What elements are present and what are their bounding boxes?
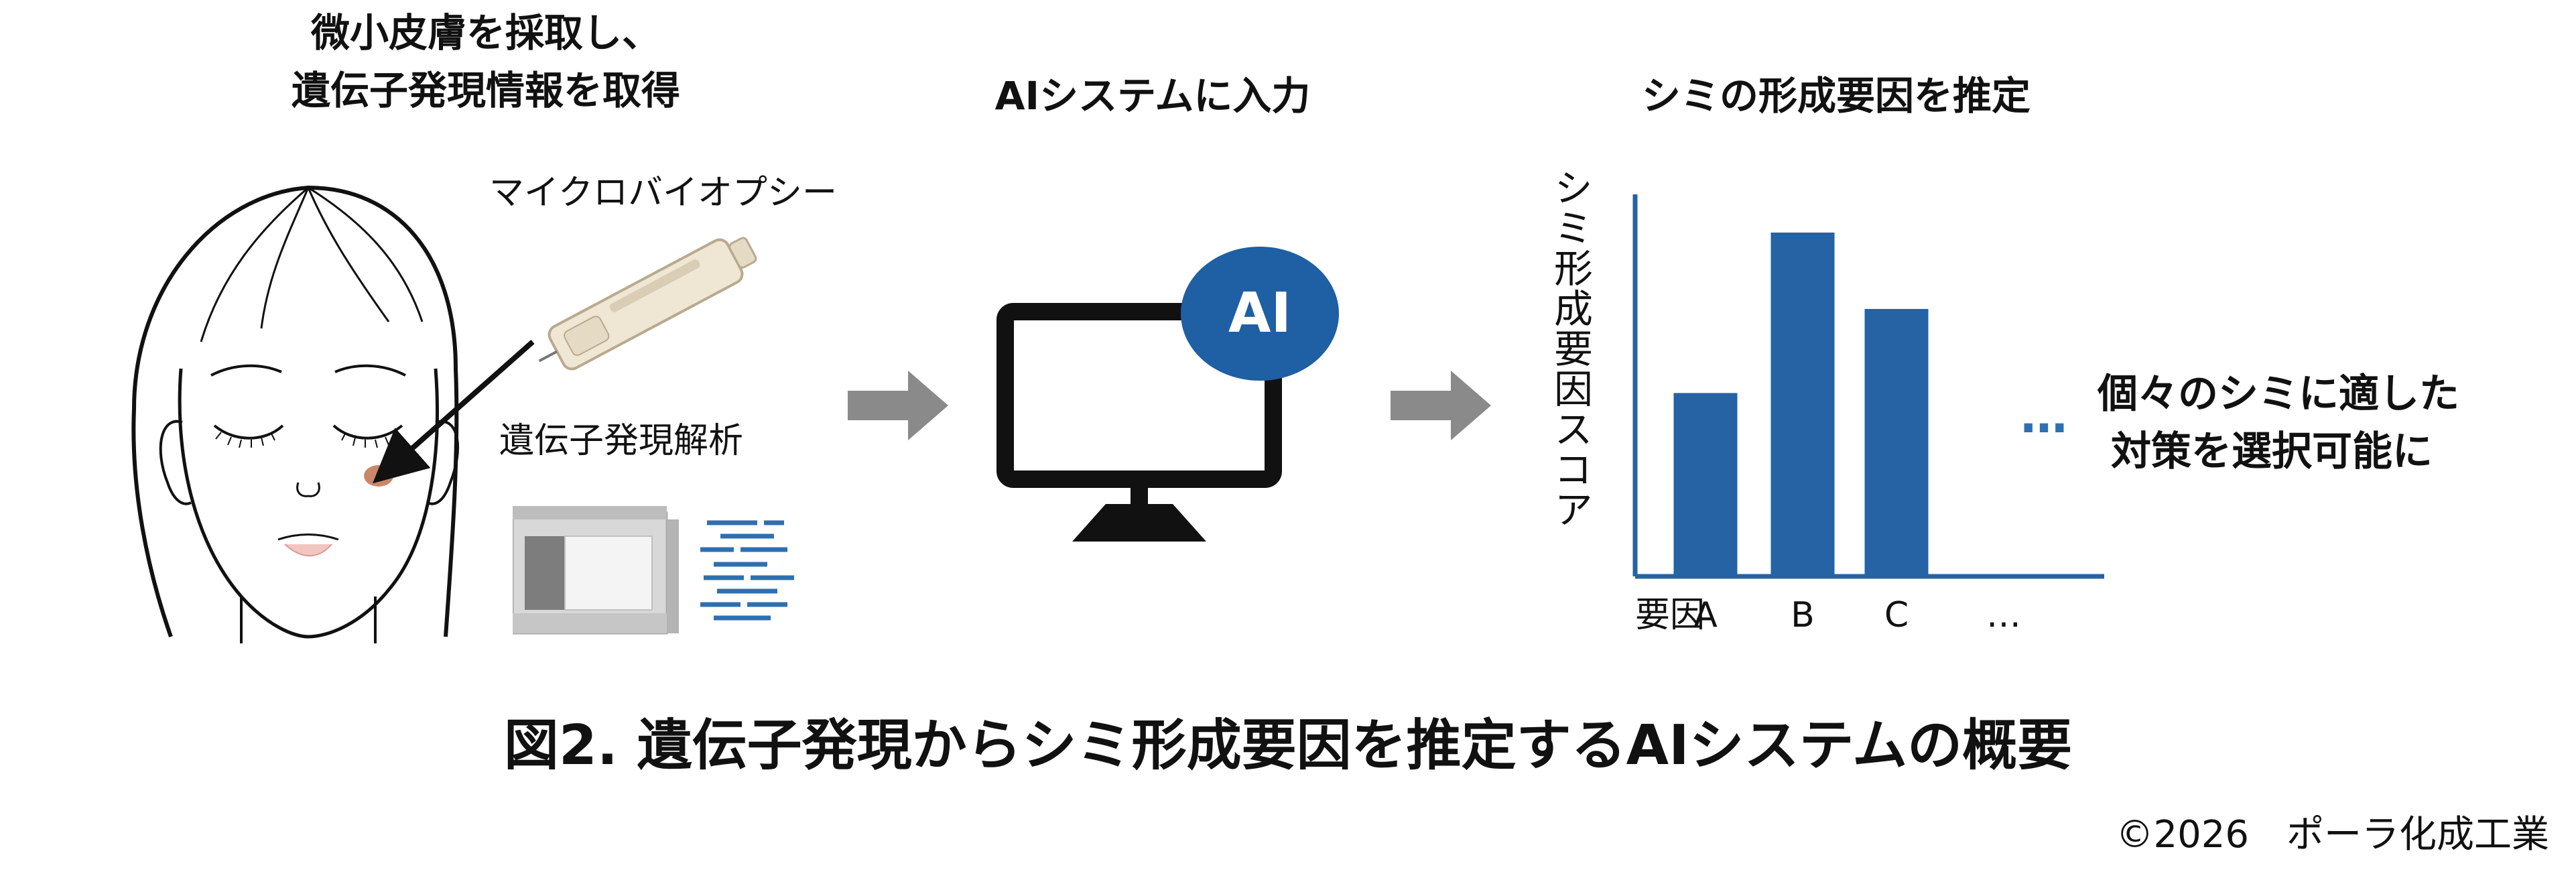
more-factors-dots: …	[2020, 389, 2067, 444]
step2-heading: AIシステムに入力	[994, 73, 1311, 119]
gene-analysis-label: 遺伝子発現解析	[499, 421, 744, 461]
tick-label-c: C	[1884, 595, 1909, 635]
ai-badge-text: AI	[1228, 281, 1291, 345]
flow-arrow-2	[1391, 371, 1491, 440]
flow-arrow-1	[848, 371, 948, 440]
ai-monitor-icon: AI	[996, 247, 1339, 542]
score-bar-chart: 要因 A B C … …	[1632, 194, 2104, 635]
step1-heading: 微小皮膚を採取し、 遺伝子発現情報を取得	[174, 4, 797, 119]
outcome-line1: 個々のシミに適した	[2098, 371, 2459, 418]
outcome-line2: 対策を選択可能に	[2111, 428, 2433, 475]
copyright-text: ©2026 ポーラ化成工業	[2116, 813, 2549, 857]
sampling-arrow	[373, 340, 535, 484]
y-axis-label: シミ形成要因スコア	[1547, 168, 1593, 529]
figure-caption: 図2. 遺伝子発現からシミ形成要因を推定するAIシステムの概要	[503, 714, 2073, 777]
microbiopsy-device-icon	[538, 237, 757, 371]
tick-label-b: B	[1791, 595, 1815, 635]
bar-a	[1673, 393, 1738, 576]
step3-heading: シミの形成要因を推定	[1641, 73, 2031, 119]
expression-readout-icon	[700, 520, 794, 621]
bar-c	[1864, 309, 1929, 576]
tick-label-more: …	[1986, 595, 2021, 635]
analyzer-machine-icon	[513, 506, 679, 635]
tick-label-a: A	[1693, 595, 1718, 635]
microbiopsy-label: マイクロバイオプシー	[489, 173, 837, 213]
face-illustration	[131, 185, 459, 643]
step1-heading-line1: 微小皮膚を採取し、	[310, 10, 661, 56]
x-axis-prefix: 要因	[1635, 595, 1705, 635]
ai-badge	[1181, 247, 1339, 381]
outcome-text: 個々のシミに適した 対策を選択可能に	[2098, 365, 2459, 481]
step1-heading-line2: 遺伝子発現情報を取得	[291, 68, 680, 113]
bar-b	[1770, 233, 1835, 576]
